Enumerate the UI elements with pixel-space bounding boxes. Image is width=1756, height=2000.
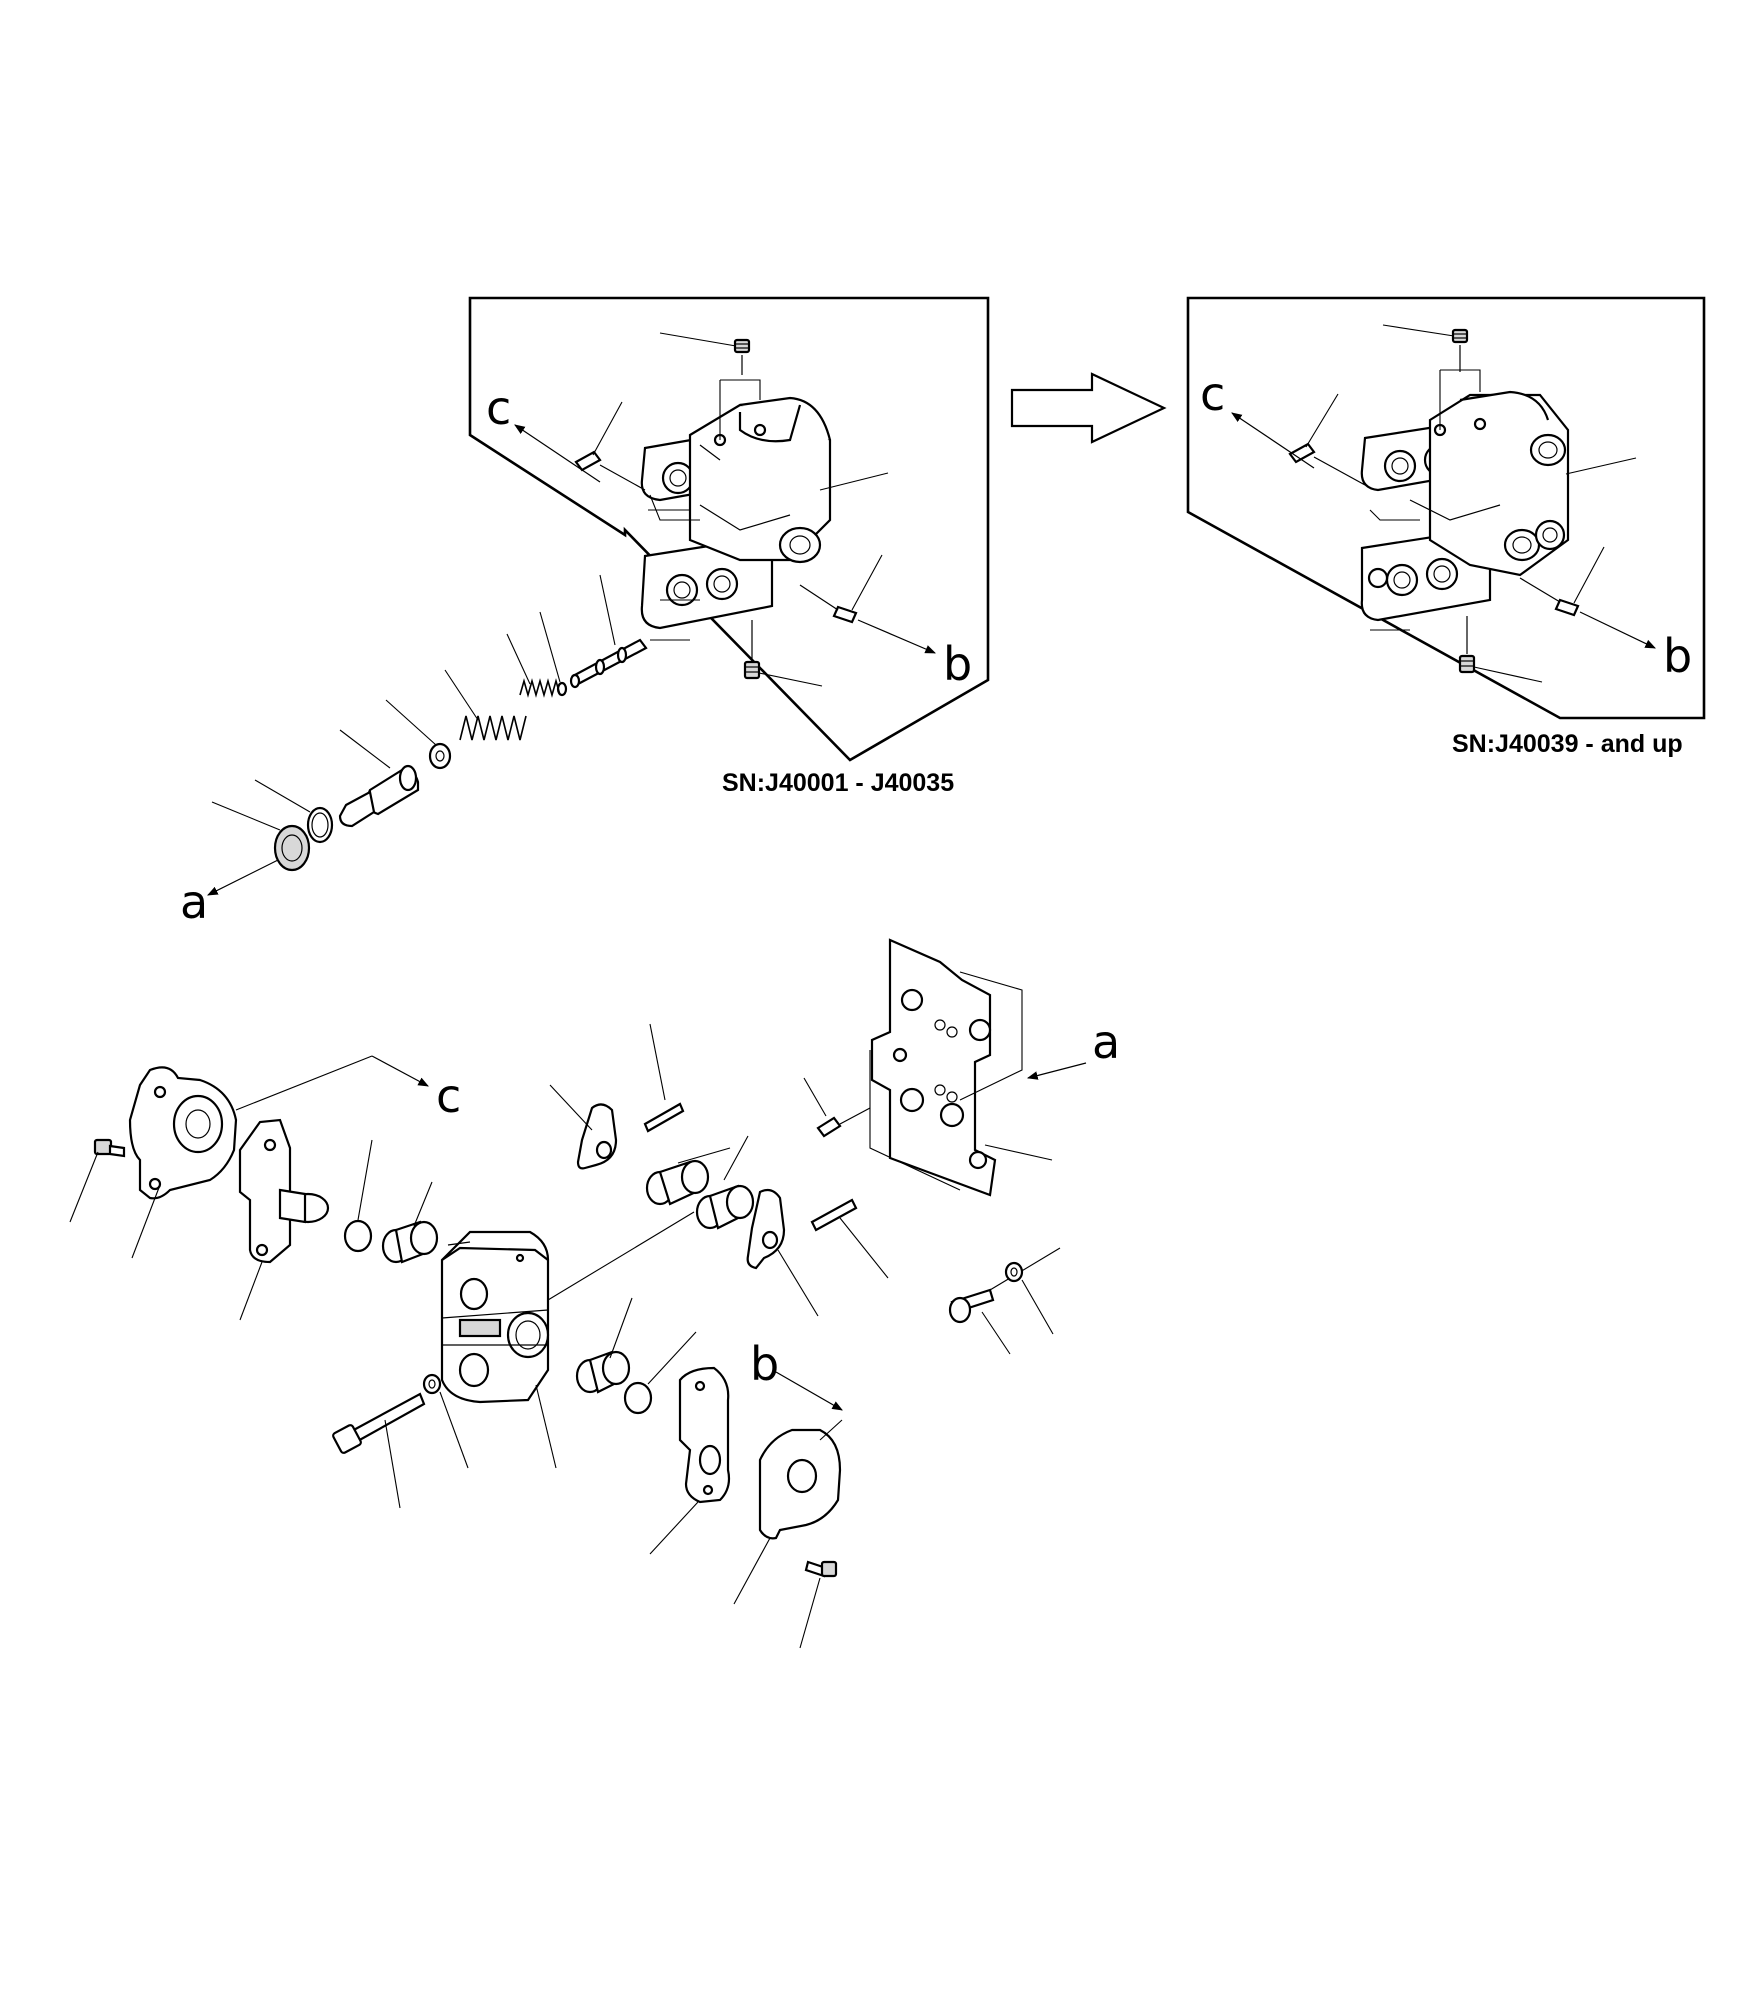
arrow-c-bottom: c bbox=[371, 1055, 461, 1123]
inset-frame-early bbox=[468, 296, 990, 762]
pin-left-later bbox=[1288, 393, 1366, 486]
dowel-pin-gasket bbox=[803, 1077, 871, 1138]
serial-range-early: SN:J40001 - J40035 bbox=[722, 769, 954, 797]
spool-early bbox=[569, 574, 648, 689]
bolt-small-right bbox=[799, 1560, 838, 1649]
plug-bottom-later bbox=[1458, 616, 1543, 683]
seal-disc-left bbox=[343, 1139, 373, 1253]
arrow-b-early: b bbox=[857, 619, 972, 691]
leader-body-later bbox=[1565, 457, 1637, 475]
bushing-housing bbox=[381, 1181, 439, 1264]
construction-lines-early bbox=[648, 379, 761, 641]
leader-body-early bbox=[819, 472, 889, 491]
pin-long-lower bbox=[810, 1198, 889, 1279]
spring-small bbox=[506, 633, 561, 698]
bushing-front bbox=[575, 1297, 633, 1394]
pump-housing bbox=[440, 1211, 695, 1469]
letter-b-later: b bbox=[1663, 629, 1692, 683]
letter-c-bottom: c bbox=[436, 1069, 461, 1123]
construction-lines-later bbox=[1369, 369, 1481, 631]
end-cover-right bbox=[733, 1419, 843, 1605]
bushings-pair bbox=[645, 1135, 755, 1230]
washer-right bbox=[1004, 1261, 1054, 1335]
spring-large bbox=[444, 669, 527, 741]
flange-adapter bbox=[238, 1118, 330, 1321]
arrow-b-later: b bbox=[1579, 611, 1692, 683]
bolt-long bbox=[332, 1392, 426, 1509]
gasket-plate bbox=[869, 938, 1053, 1197]
letter-b-bottom: b bbox=[750, 1337, 779, 1391]
link-arm bbox=[649, 1366, 731, 1555]
plug-top-early bbox=[659, 332, 751, 375]
serial-range-later: SN:J40039 - and up bbox=[1452, 730, 1683, 758]
rocker-lower bbox=[746, 1188, 819, 1317]
plug-bottom-early bbox=[743, 620, 823, 687]
pin-long-upper bbox=[643, 1023, 685, 1133]
letter-b-early: b bbox=[943, 637, 972, 691]
rocker-upper bbox=[549, 1084, 618, 1170]
seal-disc-front bbox=[623, 1331, 697, 1415]
piston bbox=[338, 729, 420, 828]
cap-plug bbox=[211, 801, 311, 872]
transition-arrow bbox=[1010, 372, 1167, 444]
spring-seat bbox=[385, 699, 452, 770]
inset-frame-later bbox=[1186, 296, 1706, 720]
bolt-right bbox=[948, 1247, 1061, 1355]
washer-housing bbox=[422, 1373, 469, 1469]
o-ring-small bbox=[539, 611, 568, 697]
letter-c-later: c bbox=[1200, 367, 1225, 421]
arrow-c-later: c bbox=[1200, 367, 1315, 469]
arrow-b-bottom: b bbox=[750, 1337, 843, 1411]
pin-right-early bbox=[799, 554, 883, 624]
valve-body-later bbox=[1360, 390, 1570, 622]
valve-body-early bbox=[640, 396, 832, 630]
end-cover-left bbox=[128, 1055, 373, 1259]
retaining-ring bbox=[254, 779, 334, 844]
arrow-a-bottom: a bbox=[1026, 1015, 1120, 1080]
pin-right-later bbox=[1519, 546, 1605, 617]
letter-c-early: c bbox=[486, 381, 511, 435]
pin-left-early bbox=[574, 401, 646, 491]
letter-a-top: a bbox=[180, 875, 208, 929]
arrow-a-top: a bbox=[180, 859, 279, 929]
plug-top-later bbox=[1382, 324, 1469, 372]
letter-a-bottom: a bbox=[1092, 1015, 1120, 1069]
bolt-small-left bbox=[69, 1138, 126, 1223]
arrow-c-early: c bbox=[486, 381, 601, 483]
